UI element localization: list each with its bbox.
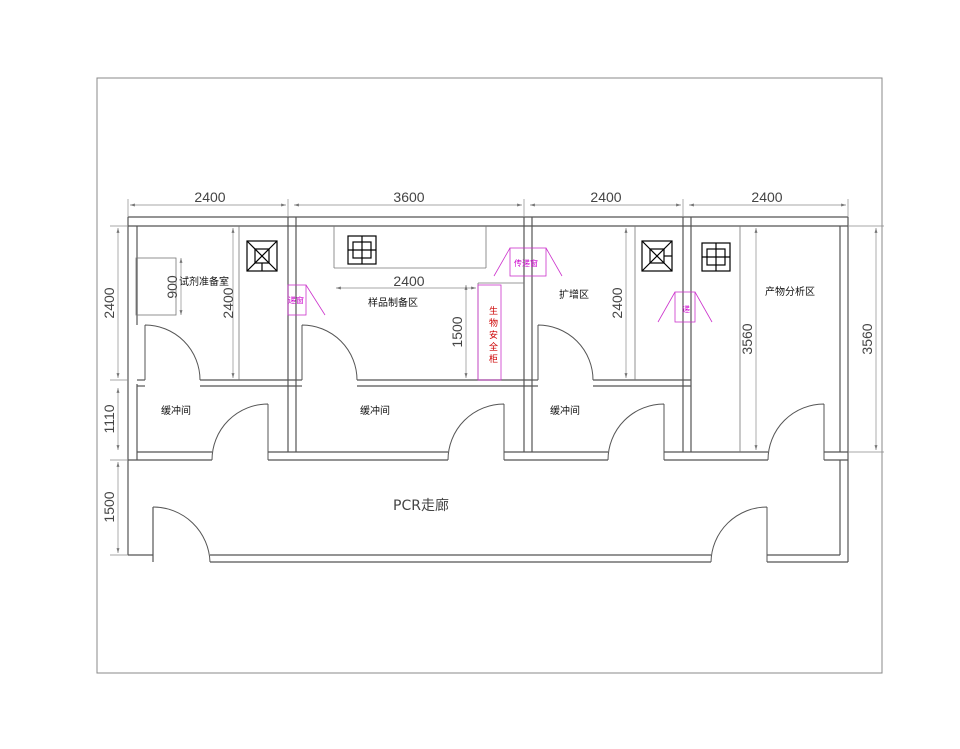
drawing-border xyxy=(96,77,883,674)
air-handler-icon xyxy=(347,235,377,265)
fan-unit-icon xyxy=(641,240,673,272)
doors xyxy=(144,324,825,563)
room-buffer-3: 缓冲间 xyxy=(550,404,580,417)
dim-right-height: 3560 xyxy=(859,323,875,354)
dim-width-1: 2400 xyxy=(194,189,225,205)
room-corridor: PCR走廊 xyxy=(393,497,449,514)
room-product-analysis: 产物分析区 xyxy=(765,285,815,298)
dim-sample-inner-width: 2400 xyxy=(393,273,424,289)
dim-width-2: 3600 xyxy=(393,189,424,205)
label-pass-window-2: 传递窗 xyxy=(514,258,538,268)
dim-reagent-inner: 2400 xyxy=(220,287,236,318)
dim-amp-inner: 2400 xyxy=(609,287,625,318)
label-biosafety-char-1: 生 xyxy=(489,305,498,317)
dim-left-height-3: 1500 xyxy=(101,491,117,522)
room-amplification: 扩增区 xyxy=(559,288,589,301)
label-biosafety-char-5: 柜 xyxy=(489,353,498,365)
room-buffer-1: 缓冲间 xyxy=(161,404,191,417)
room-buffer-2: 缓冲间 xyxy=(360,404,390,417)
dim-left-height-2: 1110 xyxy=(101,404,117,433)
air-handler-icon xyxy=(701,242,731,272)
label-pass-window-3: 递 xyxy=(682,304,690,314)
dim-sample-inner-height: 1500 xyxy=(449,316,465,347)
label-biosafety-char-3: 安 xyxy=(489,329,498,341)
fan-unit-icon xyxy=(246,240,278,272)
label-biosafety-char-2: 物 xyxy=(489,317,498,329)
dim-width-3: 2400 xyxy=(590,189,621,205)
room-reagent-prep: 试剂准备室 xyxy=(179,275,229,288)
dim-analysis-inner: 3560 xyxy=(739,323,755,354)
dim-width-4: 2400 xyxy=(751,189,782,205)
label-pass-window-1: 递窗 xyxy=(288,295,304,305)
dim-left-height-1: 2400 xyxy=(101,287,117,318)
dim-bench-900: 900 xyxy=(164,275,180,299)
room-sample-prep: 样品制备区 xyxy=(368,296,418,309)
pass-windows xyxy=(287,247,713,381)
label-biosafety-char-4: 全 xyxy=(489,341,498,353)
dimension-lines xyxy=(110,199,884,556)
walls xyxy=(127,216,849,563)
